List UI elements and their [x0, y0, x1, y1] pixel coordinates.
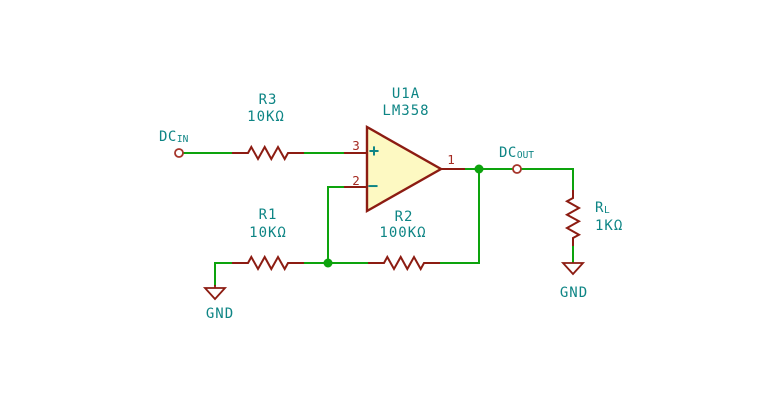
rl-ref-text: R [595, 200, 604, 216]
junction-feedback-node [323, 258, 333, 268]
r2-reference: R2 [394, 209, 414, 225]
opamp-reference: U1A [391, 86, 421, 102]
inverting-minus-sign: − [367, 176, 379, 197]
r1-reference: R1 [258, 207, 278, 223]
rl-value: 1KΩ [595, 218, 624, 234]
r3-value: 10KΩ [247, 109, 285, 125]
resistor-group [232, 144, 582, 272]
r2-value: 100KΩ [379, 225, 427, 241]
gnd-label-left: GND [205, 306, 235, 322]
wire-output [464, 168, 574, 191]
dc-in-text: DC [159, 129, 177, 145]
r3-reference: R3 [258, 92, 278, 108]
resistor-r2-symbol [368, 254, 440, 272]
gnd-label-right: GND [559, 285, 589, 301]
pin-number-1: 1 [447, 151, 455, 167]
rl-reference: R L [595, 201, 610, 215]
gnd-right-triangle [560, 262, 586, 276]
net-label-dc-in: DC IN [159, 130, 188, 144]
resistor-rl-symbol [564, 190, 582, 246]
gnd-symbol-left [202, 285, 228, 301]
resistor-r1-symbol [232, 254, 304, 272]
dc-out-subscript: OUT [516, 149, 535, 161]
dc-out-terminal-circle [512, 164, 522, 174]
net-label-dc-out: DC OUT [499, 146, 534, 160]
junction-output-node [474, 164, 484, 174]
noninverting-plus-sign: + [368, 141, 380, 162]
r1-value: 10KΩ [249, 225, 287, 241]
dc-out-text: DC [499, 145, 517, 161]
pin-number-3: 3 [352, 137, 360, 153]
opamp-value: LM358 [382, 103, 430, 119]
dc-in-terminal-circle [174, 148, 184, 158]
gnd-left-triangle [202, 287, 228, 301]
opamp-triangle-body [365, 124, 444, 214]
resistor-r3-symbol [232, 144, 304, 162]
wire-inverting-branch [327, 186, 345, 264]
rl-ref-subscript: L [603, 204, 610, 216]
wire-group [178, 152, 574, 286]
opamp-symbol [344, 124, 465, 214]
dc-in-subscript: IN [176, 133, 189, 145]
gnd-symbol-right [560, 262, 586, 276]
pin-number-2: 2 [352, 172, 360, 188]
